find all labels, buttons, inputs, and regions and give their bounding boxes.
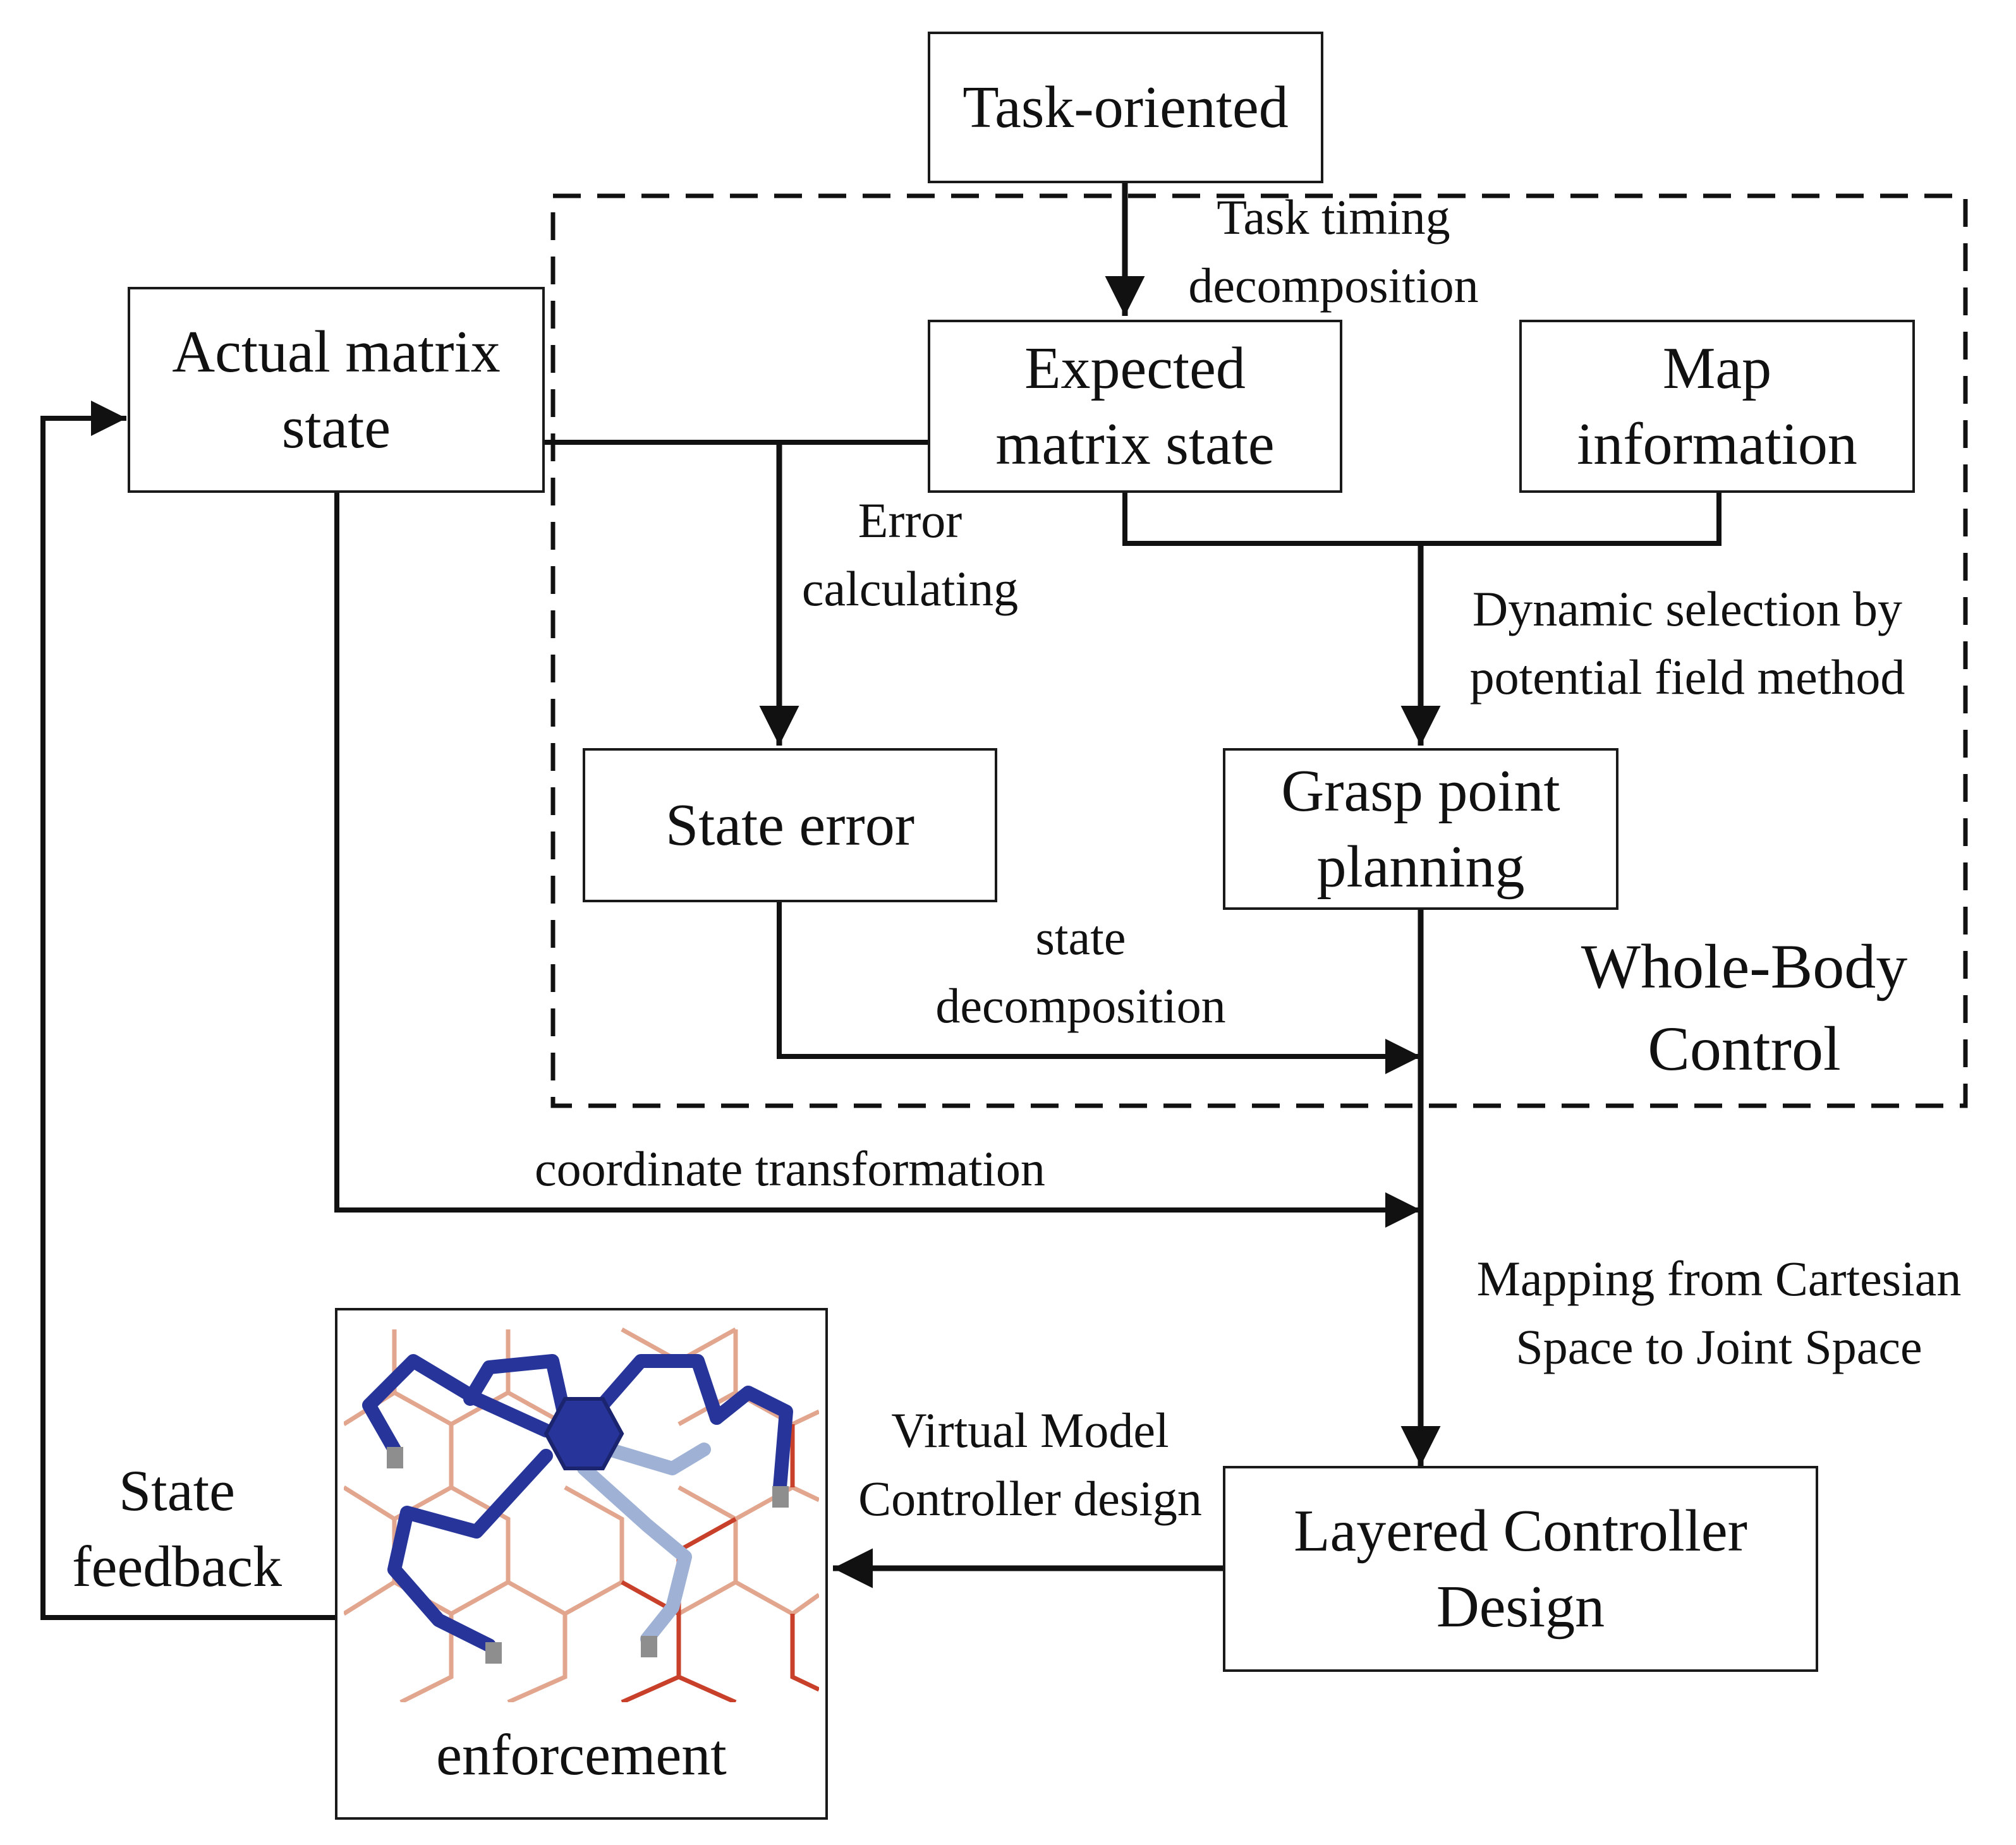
enforcement-caption: enforcement <box>436 1722 727 1787</box>
error-calculating-label: Error calculating <box>801 493 1019 616</box>
actual-matrix-state-box: Actual matrix state <box>128 287 545 493</box>
state-feedback-label: State feedback <box>72 1458 282 1599</box>
state-error-box: State error <box>583 748 997 902</box>
virtual-model-label: Virtual Model Controller design <box>858 1403 1202 1526</box>
grasp-point-planning-box: Grasp point planning <box>1223 748 1618 910</box>
dynamic-selection-label: Dynamic selection by potential field met… <box>1469 581 1905 705</box>
map-information-label: Map information <box>1577 335 1857 477</box>
state-error-label: State error <box>665 792 915 858</box>
expected-matrix-state-label: Expected matrix state <box>995 335 1275 477</box>
map-information-box: Map information <box>1519 320 1915 493</box>
state-decomposition-label: state decomposition <box>935 910 1226 1033</box>
coordinate-transformation-label: coordinate transformation <box>535 1141 1045 1196</box>
actual-matrix-state-label: Actual matrix state <box>172 318 501 461</box>
task-oriented-label: Task-oriented <box>962 74 1289 140</box>
arrow-coordinate-transformation <box>334 493 1421 1228</box>
whole-body-control-label: Whole-Body Control <box>1581 931 1908 1084</box>
arrow-state-decomposition <box>777 902 1421 1074</box>
layered-controller-design-label: Layered Controller Design <box>1294 1497 1747 1640</box>
robot-legs-light <box>577 1443 711 1646</box>
robot-legs-dark <box>362 1354 793 1652</box>
task-oriented-box: Task-oriented <box>928 32 1323 183</box>
robot-illustration <box>344 1327 819 1702</box>
robot-body <box>543 1397 624 1470</box>
whole-body-control-region <box>550 193 1968 1108</box>
grasp-point-planning-label: Grasp point planning <box>1281 758 1560 900</box>
enforcement-box: enforcement <box>335 1308 828 1820</box>
robot-grippers <box>387 1447 789 1664</box>
mapping-label: Mapping from Cartesian Space to Joint Sp… <box>1476 1251 1962 1374</box>
task-timing-label: Task timing decomposition <box>1188 190 1479 313</box>
arrow-state-feedback <box>40 401 335 1620</box>
expected-matrix-state-box: Expected matrix state <box>928 320 1342 493</box>
layered-controller-design-box: Layered Controller Design <box>1223 1466 1818 1672</box>
line-expected-map-merge <box>1122 493 1721 546</box>
